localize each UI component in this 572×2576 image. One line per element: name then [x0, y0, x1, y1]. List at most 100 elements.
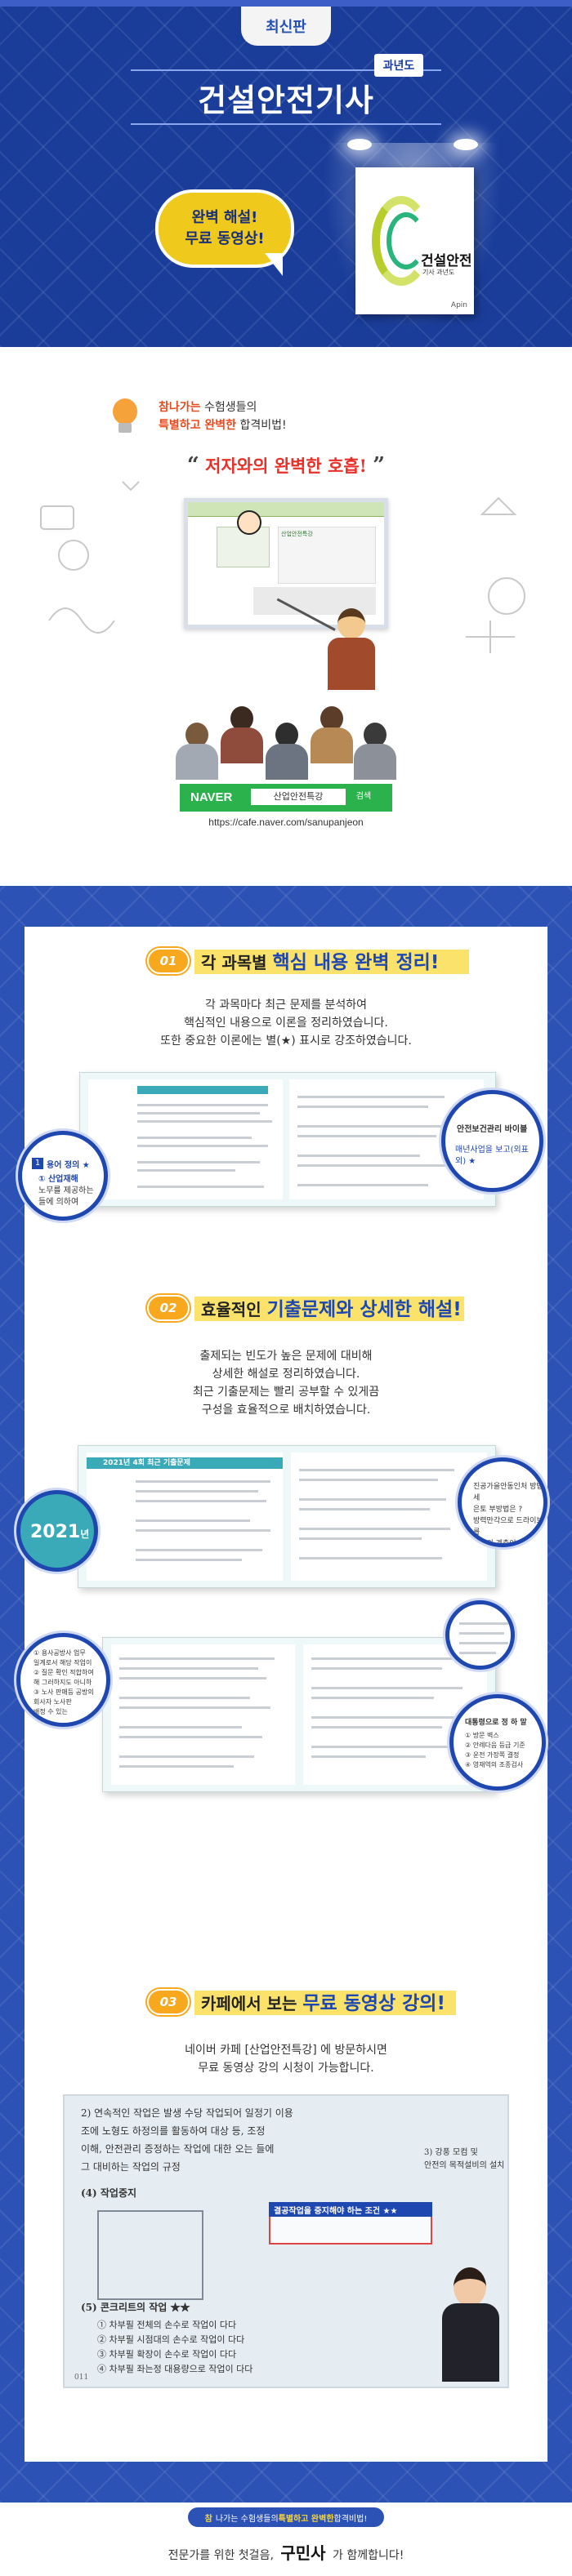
- text-line: [119, 1697, 250, 1699]
- section-3-desc-line: 무료 동영상 강의 시청이 가능합니다.: [198, 2062, 374, 2075]
- section-1-book-spread: [79, 1072, 496, 1207]
- lecture-sub-line: ③ 차부필 확장이 손수로 작업이 다다: [97, 2349, 237, 2360]
- text-line: [297, 1096, 445, 1098]
- text-line: [136, 1519, 250, 1522]
- lecture-line: 그 대비하는 작업의 규정: [81, 2161, 181, 2173]
- doodle-triangle-icon: [480, 496, 517, 515]
- decree-line: ② 안례다음 등급 기준: [465, 1742, 525, 1749]
- presenter-figure: [323, 608, 380, 690]
- text-line: [297, 1106, 428, 1108]
- magnifier-term-definition: 1 용어 정의 ★ ① 산업재해 노무를 제공하는 들에 의하여: [18, 1131, 108, 1221]
- exam-answer-line: 목속의 계측이 경보기를 소시로: [473, 1540, 539, 1547]
- text-line: [119, 1677, 266, 1680]
- magnifier-explanation: ① 용사공방사 업무 일계로서 해당 작업이 ② 질문 확인 적합하여 해 그러…: [16, 1633, 110, 1727]
- text-line: [297, 1125, 453, 1128]
- text-line: [297, 1164, 449, 1167]
- exam-year-number: 2021: [30, 1522, 81, 1542]
- lightbulb-base: [118, 423, 132, 433]
- section-3-desc-line: 네이버 카페 [산업안전특강] 에 방문하시면: [185, 2044, 387, 2057]
- audience-member: [266, 723, 308, 780]
- intro-row: 참나가는 수험생들의 특별하고 완벽한 합격비법!: [106, 392, 466, 441]
- spread-left-page: [111, 1644, 295, 1785]
- footer-tagline: 전문가를 위한 첫걸음, 구민사 가 함께합니다!: [0, 2540, 572, 2564]
- cafe-screen-mockup: 산업안전특강: [184, 498, 388, 629]
- exam-answer-line: 진공가을안동인처 방법세: [473, 1483, 543, 1502]
- edition-badge: 최신판: [241, 7, 331, 46]
- lecture-highlight-title: 결공작업을 중지해야 하는 조건 ★★: [274, 2207, 398, 2216]
- spotlight-right-icon: [454, 139, 478, 150]
- book-cover: 건설안전 기사 과년도 Apin: [355, 167, 474, 314]
- lightbulb-glass: [113, 398, 137, 425]
- lecture-page-number: 011: [74, 2374, 89, 2382]
- intro-line1-highlight: 참나가는: [159, 401, 201, 414]
- intro-line2-rest: 합격비법!: [236, 419, 287, 432]
- audience-body: [221, 727, 263, 763]
- section-2-book-spread-2: [102, 1637, 496, 1792]
- mascot-face-icon: [237, 510, 261, 535]
- exam-header-text: 2021년 4회 최근 기출문제: [103, 1459, 190, 1467]
- section-1-description: 각 과목마다 최근 문제를 분석하여 핵심적인 내용으로 이론을 정리하였습니다…: [25, 996, 547, 1050]
- lecturer-head: [454, 2267, 486, 2307]
- text-line: [297, 1155, 420, 1157]
- magnifier-safety-bible: 안전보건관리 바이블 매년사업을 보고(외표 외) ★: [441, 1090, 543, 1192]
- bible-label: 안전보건관리 바이블: [457, 1125, 528, 1134]
- lecture-line: 2) 연속적인 작업은 발생 수당 작업되어 일정기 이용: [81, 2107, 293, 2119]
- section-3-description: 네이버 카페 [산업안전특강] 에 방문하시면 무료 동영상 강의 시청이 가능…: [25, 2041, 547, 2077]
- spotlight-left-icon: [347, 139, 372, 150]
- text-line: [299, 1557, 442, 1559]
- lecture-line: 조에 노형도 하정의를 활동하여 대상 등, 조정: [81, 2125, 266, 2137]
- lecture-diagram: [97, 2210, 203, 2300]
- text-line: [297, 1135, 436, 1137]
- text-line: [119, 1736, 262, 1738]
- text-line: [119, 1765, 234, 1768]
- exam-year: 2021년: [30, 1522, 89, 1542]
- footer-slogan-highlight: 특별하고 완벽한: [278, 2514, 334, 2524]
- section-2-desc-line: 상세한 해설로 정리하였습니다.: [212, 1368, 360, 1381]
- doodle-check-icon: [122, 481, 140, 492]
- hero-title-bar: 건설안전기사: [131, 69, 441, 125]
- naver-search-input[interactable]: 산업안전특강: [249, 787, 347, 807]
- lecturer-body: [442, 2303, 499, 2382]
- book-title: 건설안전: [421, 253, 472, 269]
- hero-top-band: [0, 0, 572, 7]
- footer-tagline-prefix: 전문가를 위한 첫걸음,: [168, 2549, 274, 2562]
- naver-search-button[interactable]: 검색: [351, 787, 376, 807]
- audience-body: [311, 727, 353, 763]
- explanation-line: 회사자 노사판: [34, 1698, 72, 1706]
- decree-line: ① 방문 벽스: [465, 1732, 499, 1739]
- explanation-line: ② 질문 확인 적합하여: [34, 1669, 94, 1676]
- text-line: [137, 1186, 264, 1188]
- table-line: [459, 1642, 508, 1644]
- spread-right-page: [291, 1453, 487, 1581]
- section-1-desc-line: 각 과목마다 최근 문제를 분석하여: [204, 999, 368, 1012]
- naver-logo: NAVER: [190, 790, 233, 804]
- lecture-side-note: 안전의 목적설비의 설치: [424, 2161, 505, 2170]
- audience-member: [176, 723, 218, 780]
- features-area: 01 각 과목별 핵심 내용 완벽 정리! 각 과목마다 최근 문제를 분석하여…: [0, 886, 572, 2503]
- magnifier-table-detail: [445, 1600, 515, 1670]
- naver-search-row: NAVER 산업안전특강 검색: [184, 785, 388, 810]
- text-line: [136, 1490, 258, 1493]
- doodle-circle-icon: [58, 540, 89, 571]
- text-line: [137, 1137, 252, 1139]
- text-line: [299, 1537, 422, 1540]
- text-line: [119, 1726, 242, 1728]
- hero-pattern: [0, 0, 572, 347]
- explanation-line: ① 용사공방사 업무: [34, 1649, 86, 1657]
- past-exam-tag: 과년도: [374, 54, 423, 77]
- section-2-title-key: 기출문제와 상세한 해설!: [266, 1299, 462, 1320]
- section-2-book-spread-1: 2021년 4회 최근 기출문제: [78, 1445, 496, 1588]
- exam-answer-line: 방력만각으로 드라이브를: [473, 1517, 543, 1537]
- text-line: [119, 1667, 258, 1670]
- intro-text: 참나가는 수험생들의 특별하고 완벽한 합격비법!: [159, 398, 287, 434]
- text-line: [137, 1169, 235, 1172]
- lecture-line: 이해, 안전관리 증정하는 작업에 대한 오는 들에: [81, 2143, 275, 2155]
- spread-left-page: [88, 1079, 283, 1199]
- screen-cafe-name: 산업안전특강: [281, 531, 313, 537]
- explanation-line: ③ 노사 판매등 공방의: [34, 1688, 94, 1696]
- lecture-video-frame[interactable]: 2) 연속적인 작업은 발생 수당 작업되어 일정기 이용 조에 노형도 하정의…: [63, 2094, 509, 2388]
- section-3-heading: 03 카페에서 보는 무료 동영상 강의!: [147, 1984, 474, 2020]
- table-line: [459, 1652, 496, 1654]
- cafe-url[interactable]: https://cafe.naver.com/sanupanjeon: [208, 816, 364, 828]
- term-line: 들에 의하여: [38, 1198, 79, 1207]
